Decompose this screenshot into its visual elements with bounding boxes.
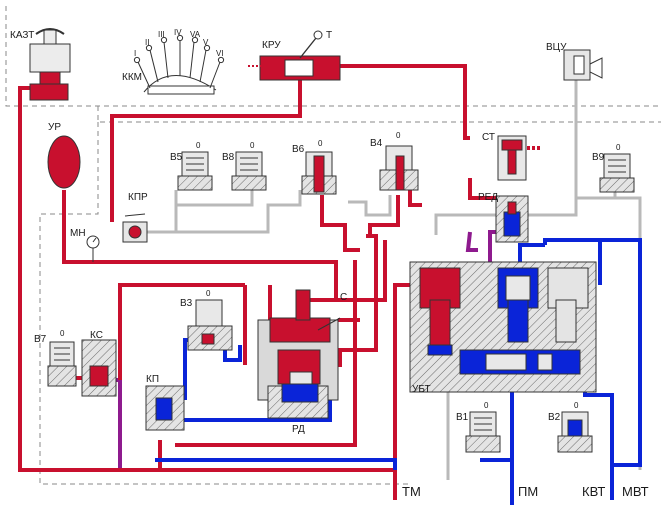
kkm-position-3: III — [158, 30, 165, 39]
label-kkm: ККМ — [122, 72, 142, 83]
kkm-position-5: VA — [190, 30, 201, 39]
label-ur: УР — [48, 122, 61, 133]
label-v4: В4 — [370, 138, 383, 149]
valve-v1 — [465, 411, 501, 453]
label-v3: В3 — [180, 298, 193, 309]
zero-mark-v7: 0 — [60, 329, 65, 338]
zero-mark-v8: 0 — [250, 141, 255, 150]
red-pipes — [18, 64, 540, 500]
zero-mark-v5: 0 — [196, 141, 201, 150]
label-ubt: УБТ — [412, 384, 431, 395]
kkm-selector — [133, 34, 225, 95]
rd-valve — [257, 289, 341, 419]
valve-st — [497, 135, 527, 181]
valve-ks — [81, 339, 117, 397]
valve-v2 — [557, 411, 593, 453]
valve-v3 — [187, 299, 233, 351]
valve-v7 — [47, 341, 77, 387]
label-rd: РД — [292, 424, 305, 435]
label-v5: В5 — [170, 152, 183, 163]
label-kru: КРУ — [262, 40, 281, 51]
valve-v9 — [599, 153, 635, 193]
zero-mark-v4: 0 — [396, 131, 401, 140]
zero-mark-v1: 0 — [484, 401, 489, 410]
label-vcu: ВЦУ — [546, 42, 567, 53]
label-kazt: КАЗТ — [10, 30, 34, 41]
label-kp: КП — [146, 374, 159, 385]
label-v7: В7 — [34, 334, 47, 345]
kkm-position-6: V — [203, 38, 209, 47]
label-v8: В8 — [222, 152, 235, 163]
ubt-valve — [409, 261, 597, 393]
zero-mark-v6: 0 — [318, 139, 323, 148]
kpr-valve — [122, 213, 148, 243]
label-tm: ТМ — [402, 484, 421, 499]
zero-mark-v9: 0 — [616, 143, 621, 152]
kru-device — [248, 30, 341, 81]
label-v2: В2 — [548, 412, 561, 423]
label-ks: КС — [90, 330, 103, 341]
mn-gauge — [86, 235, 100, 262]
label-pm: ПМ — [518, 484, 538, 499]
label-red: РЕД — [478, 192, 498, 203]
kkm-position-4: IV — [174, 28, 182, 37]
cab-zone-border — [5, 6, 661, 485]
valve-v4 — [379, 145, 419, 191]
valve-v5 — [177, 151, 213, 191]
label-t: Т — [326, 30, 332, 41]
label-v9: В9 — [592, 152, 605, 163]
valve-kp — [145, 385, 185, 431]
label-mn: МН — [70, 228, 86, 239]
kkm-position-2: II — [145, 38, 149, 47]
vcu-device — [563, 49, 603, 81]
ur-reservoir — [47, 135, 81, 189]
kkm-position-7: VI — [216, 49, 224, 58]
label-c: С — [340, 292, 347, 303]
kazt-device — [29, 28, 71, 101]
zero-mark-v2: 0 — [574, 401, 579, 410]
kkm-position-1: I — [134, 49, 136, 58]
valve-red — [495, 195, 529, 243]
label-v1: В1 — [456, 412, 469, 423]
label-kvt: КВТ — [582, 484, 605, 499]
label-mvt: МВТ — [622, 484, 649, 499]
label-v6: В6 — [292, 144, 305, 155]
valve-v8 — [231, 151, 267, 191]
label-st: СТ — [482, 132, 495, 143]
label-kpr: КПР — [128, 192, 148, 203]
zero-mark-v3: 0 — [206, 289, 211, 298]
valve-v6 — [301, 151, 337, 195]
